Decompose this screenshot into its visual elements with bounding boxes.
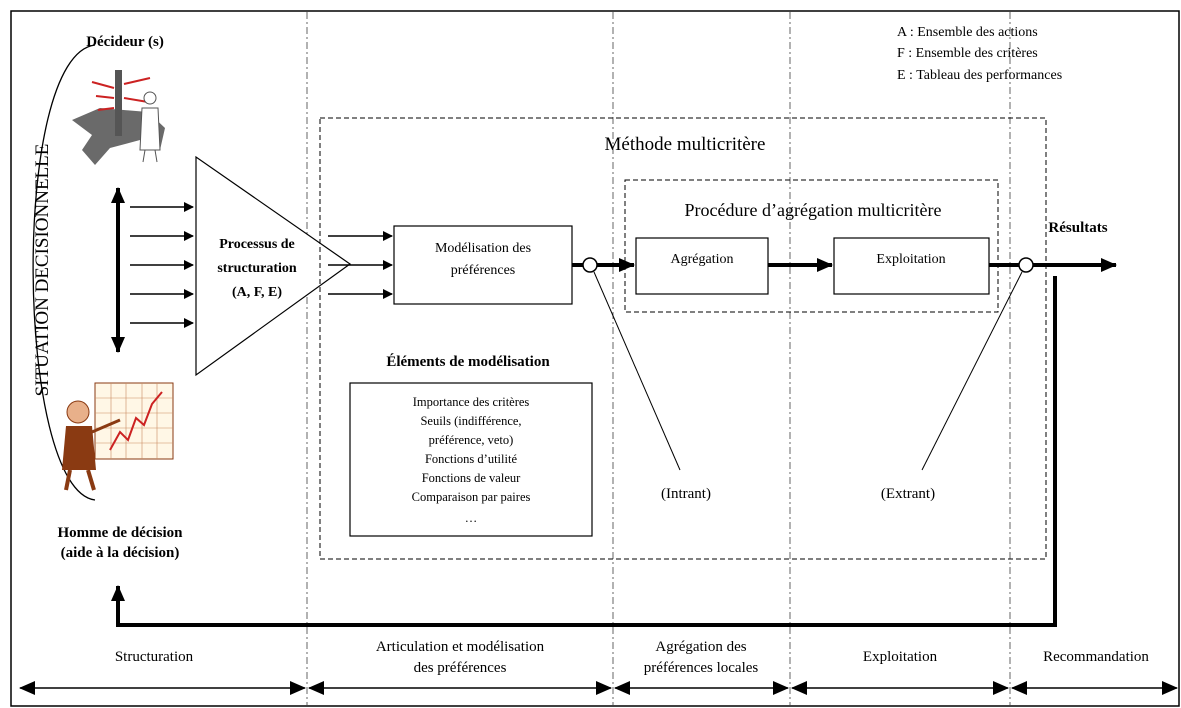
phase-separators <box>306 12 1011 705</box>
multicriteria-method-box <box>319 117 1047 560</box>
modelisation-label: Modélisation des <box>435 241 531 256</box>
results-label: Résultats <box>1048 220 1107 236</box>
modelisation-input-arrows <box>328 231 393 299</box>
decision-maker-label: Décideur (s) <box>86 34 164 50</box>
exploitation-label: Exploitation <box>876 252 945 267</box>
structuring-process-label: Processus de <box>219 237 295 252</box>
modeling-element-item: Fonctions d’utilité <box>425 452 517 466</box>
intrant-leader-line <box>593 271 681 471</box>
feedback-loop-arrow <box>111 276 1057 627</box>
analyst-label: Homme de décision <box>58 525 184 541</box>
analyst-icon <box>62 382 174 491</box>
outer-frame <box>10 10 1180 707</box>
intrant-connector <box>582 257 598 273</box>
legend-line: E : Tableau des performances <box>897 68 1062 83</box>
modeling-elements-title: Éléments de modélisation <box>386 353 550 370</box>
aggregation-procedure-box <box>624 179 999 313</box>
phase-label-articulation: des préférences <box>414 660 507 676</box>
aggregation-box <box>635 237 769 295</box>
aggregation-label: Agrégation <box>671 252 734 267</box>
structuring-process-label: (A, F, E) <box>232 285 282 300</box>
modeling-element-item: préférence, veto) <box>429 433 514 447</box>
modeling-element-item: Fonctions de valeur <box>422 471 521 485</box>
extrant-connector <box>1018 257 1034 273</box>
structuring-process-triangle <box>195 155 352 377</box>
legend-line: F : Ensemble des critères <box>897 46 1038 61</box>
legend-line: A : Ensemble des actions <box>897 25 1038 40</box>
aggregation-procedure-title: Procédure d’agrégation multicritère <box>685 200 942 220</box>
exploitation-box <box>833 237 990 295</box>
method-title: Méthode multicritère <box>605 134 766 155</box>
intrant-label: (Intrant) <box>661 486 711 502</box>
legend: A : Ensemble des actions F : Ensemble de… <box>897 25 1062 83</box>
structuring-input-arrows <box>130 202 194 328</box>
modeling-element-item: … <box>465 511 478 525</box>
modeling-element-item: Importance des critères <box>413 395 530 409</box>
phase-label-local-aggregation: Agrégation des <box>655 639 746 655</box>
analyst-label: (aide à la décision) <box>61 545 180 561</box>
modelisation-box <box>393 225 573 305</box>
phase-label-articulation: Articulation et modélisation <box>376 639 545 655</box>
modelisation-label: préférences <box>451 263 516 278</box>
phase-label-local-aggregation: préférences locales <box>644 660 759 676</box>
modeling-element-item: Comparaison par paires <box>412 490 531 504</box>
phase-label-recommandation: Recommandation <box>1043 649 1149 665</box>
decision-situation-label: SITUATION DECISIONNELLE <box>32 144 53 397</box>
extrant-leader-line <box>921 271 1023 471</box>
modeling-elements-list: Importance des critères Seuils (indiffér… <box>412 395 531 525</box>
phase-label-exploitation: Exploitation <box>863 649 938 665</box>
decision-situation-oval <box>32 44 96 501</box>
phase-label-structuration: Structuration <box>115 649 194 665</box>
extrant-label: (Extrant) <box>881 486 935 502</box>
modeling-element-item: Seuils (indifférence, <box>420 414 521 428</box>
decision-maker-icon <box>72 70 165 165</box>
structuring-process-label: structuration <box>217 261 297 276</box>
modeling-elements-box <box>349 382 593 537</box>
